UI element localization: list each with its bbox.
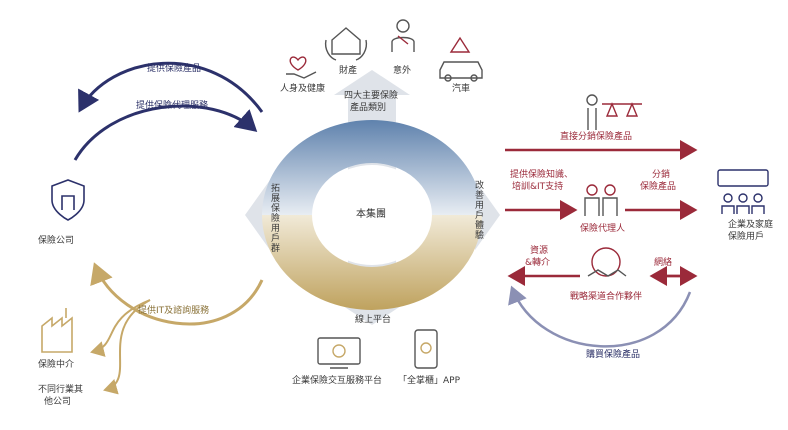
label-distribute-1: 分銷 bbox=[652, 170, 671, 180]
curve-to-other-companies bbox=[103, 299, 151, 395]
heart-hand-icon bbox=[286, 56, 317, 79]
arc-insurer-to-group-outer bbox=[78, 61, 264, 113]
inner-label-top-2: 產品類別 bbox=[350, 103, 387, 113]
arc-it-services bbox=[90, 262, 264, 326]
inner-label-top-1: 四大主要保險 bbox=[344, 91, 399, 101]
other-companies-label-1: 不同行業其 bbox=[38, 385, 84, 395]
customers-icon bbox=[717, 169, 769, 214]
label-network: 網絡 bbox=[654, 258, 673, 268]
curve-to-intermediary bbox=[90, 299, 151, 357]
label-direct-distribution: 直接分銷保險產品 bbox=[560, 132, 633, 142]
label-knowledge-support-1: 提供保險知識、 bbox=[510, 170, 574, 180]
product-label-auto: 汽車 bbox=[452, 84, 471, 94]
center-ring bbox=[262, 120, 482, 310]
label-purchase-products: 購買保險產品 bbox=[586, 350, 641, 360]
product-label-health: 人身及健康 bbox=[280, 84, 326, 94]
ring-bottom-half bbox=[262, 215, 482, 310]
other-companies-label-2: 他公司 bbox=[44, 397, 72, 407]
injured-person-icon bbox=[391, 19, 415, 52]
insurer-shield-icon bbox=[51, 179, 85, 221]
label-resources-1: 資源 bbox=[530, 246, 549, 256]
scales-person-icon bbox=[586, 94, 642, 130]
house-hands-icon bbox=[324, 27, 368, 61]
label-knowledge-support-2: 培訓&IT支持 bbox=[512, 182, 564, 192]
partner-label: 戰略渠道合作夥伴 bbox=[570, 292, 643, 302]
ring-hole bbox=[314, 165, 430, 265]
label-it-consulting: 提供IT及諮詢服務 bbox=[138, 306, 210, 316]
center-label: 本集團 bbox=[356, 209, 386, 220]
phone-tap-icon bbox=[414, 329, 438, 369]
label-provide-products: 提供保險產品 bbox=[147, 64, 202, 74]
intermediary-label: 保險中介 bbox=[38, 360, 75, 370]
customers-label-1: 企業及家庭 bbox=[728, 220, 774, 230]
intermediary-factory-icon bbox=[41, 308, 73, 353]
insurer-label: 保險公司 bbox=[38, 236, 75, 246]
arc-group-to-insurer-inner bbox=[73, 104, 258, 161]
inner-label-bottom: 線上平台 bbox=[355, 315, 392, 325]
handshake-gear-icon bbox=[587, 247, 627, 277]
customers-label-2: 保險用戶 bbox=[728, 232, 765, 242]
agent-label: 保險代理人 bbox=[580, 224, 626, 234]
inner-label-left: 拓展保險用戶群 bbox=[269, 183, 279, 253]
label-resources-2: &轉介 bbox=[525, 258, 551, 268]
platform-label-enterprise: 企業保險交互服務平台 bbox=[292, 376, 383, 386]
agents-icon bbox=[584, 184, 618, 216]
car-warning-icon bbox=[439, 36, 483, 82]
platform-label-app: 「全掌櫃」APP bbox=[398, 376, 461, 386]
label-distribute-2: 保險產品 bbox=[640, 182, 677, 192]
inner-label-right: 改善用戶體驗 bbox=[473, 180, 483, 240]
label-provide-agency-services: 提供保險代理服務 bbox=[136, 101, 209, 111]
product-label-accident: 意外 bbox=[393, 66, 412, 76]
monitor-gear-icon bbox=[317, 337, 361, 369]
arc-purchase-products bbox=[508, 285, 692, 348]
product-label-property: 財產 bbox=[339, 66, 358, 76]
ring-top-half bbox=[262, 120, 482, 215]
